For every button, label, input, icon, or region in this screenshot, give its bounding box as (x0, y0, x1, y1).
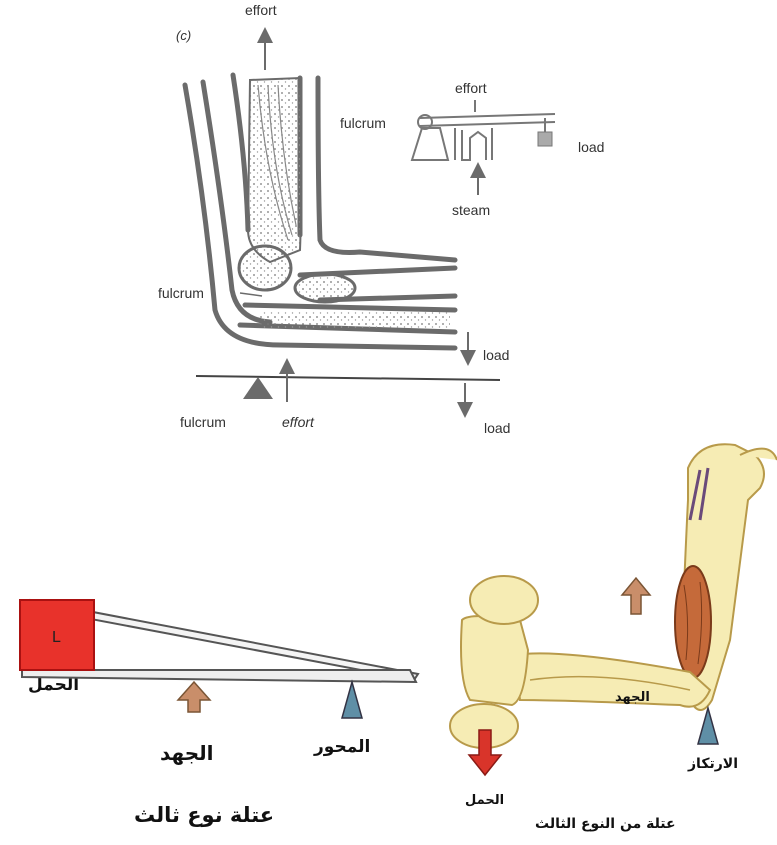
br-fulcrum-triangle (698, 708, 718, 744)
elbow-joint (239, 246, 291, 290)
bl-effort-label: الجهد (160, 741, 214, 765)
inset-fulcrum-block (412, 128, 448, 160)
inset-lever-bar (420, 114, 555, 118)
inset-effort-label: effort (455, 80, 487, 96)
third-class-lever-diagram: الحمل L الجهد المحور عتلة نوع ثالث (20, 600, 418, 827)
biceps-muscle (675, 566, 711, 678)
bl-pivot-label: المحور (313, 737, 370, 757)
inset-valve (455, 128, 492, 160)
forearm-dots (260, 312, 450, 328)
br-caption: عتلة من النوع الثالث (535, 816, 676, 832)
bl-caption: عتلة نوع ثالث (134, 803, 274, 827)
lever-fulcrum-triangle (243, 377, 273, 399)
inset-load-label: load (578, 139, 604, 155)
bl-lower-bar (22, 670, 416, 682)
inset-steam-label: steam (452, 202, 490, 218)
panel-letter: (c) (176, 28, 191, 43)
br-effort-arrow (622, 578, 650, 614)
arm-fulcrum-label: fulcrum (158, 285, 204, 301)
bl-pivot-triangle (342, 682, 362, 718)
arm-lever-cartoon: الجهد الارتكاز الحمل عتلة من النوع الثال… (450, 444, 777, 832)
hand (461, 616, 528, 705)
inset-fulcrum-label: fulcrum (340, 115, 386, 131)
br-effort-label: الجهد (615, 690, 650, 705)
lever-bar (196, 376, 500, 380)
humerus-bone (248, 78, 301, 262)
bl-effort-arrow (178, 682, 210, 712)
effort-top-label: effort (245, 2, 277, 18)
arm-load-label: load (483, 347, 509, 363)
bl-load-box-letter: L (52, 629, 61, 646)
elbow-lever-diagram: effort (c) fulcrum (158, 2, 510, 436)
br-load-label: الحمل (465, 793, 504, 808)
inset-load-weight (538, 132, 552, 146)
lever-load-label: load (484, 420, 510, 436)
br-fulcrum-label: الارتكاز (687, 756, 738, 772)
fulcrum-pointer (240, 293, 262, 296)
lever-fulcrum-label: fulcrum (180, 414, 226, 430)
steam-lever-inset: effort fulcrum load steam (340, 80, 604, 218)
dumbbell-top (470, 576, 538, 624)
lever-effort-label: effort (282, 414, 315, 430)
